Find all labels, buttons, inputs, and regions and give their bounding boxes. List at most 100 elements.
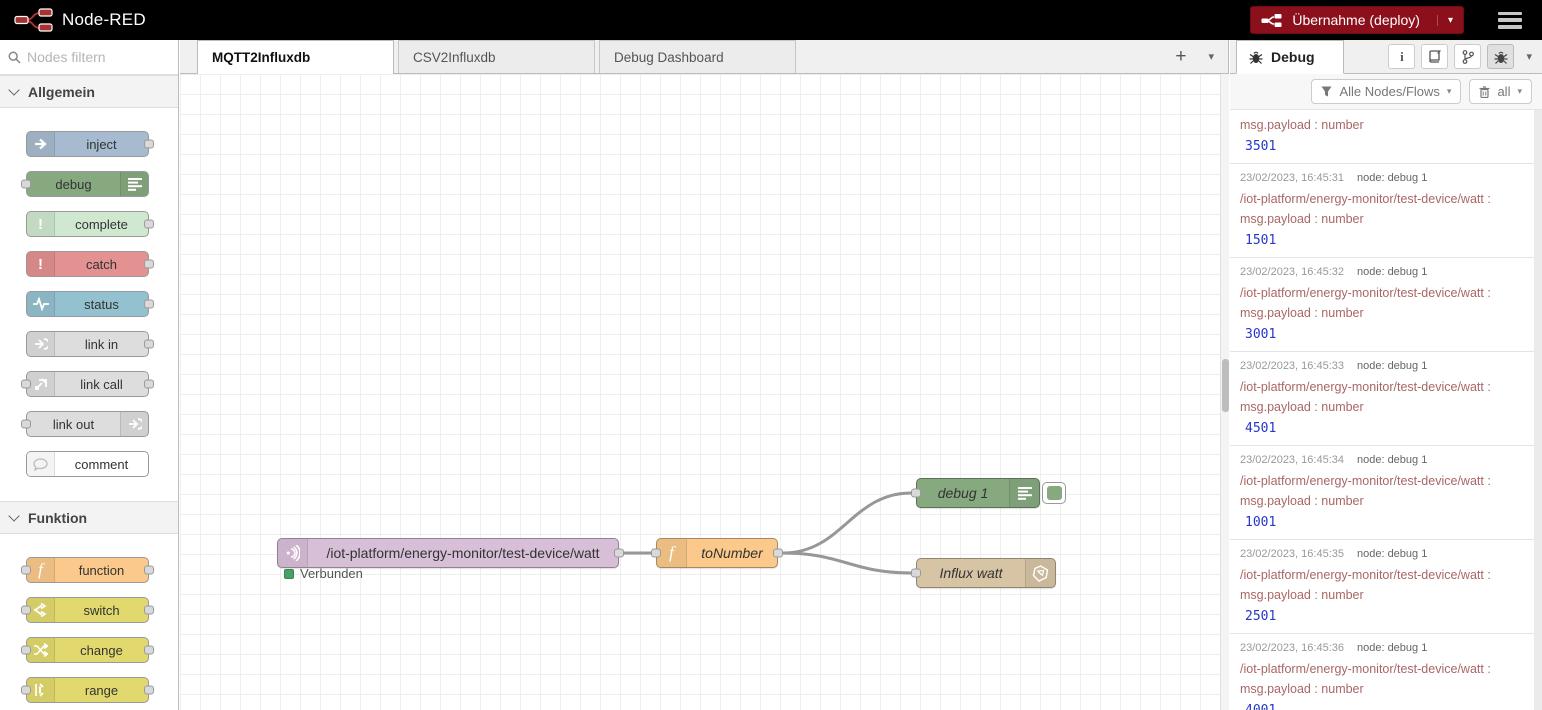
palette-node-catch[interactable]: ! catch bbox=[26, 251, 149, 277]
input-port[interactable] bbox=[911, 569, 921, 578]
debug-message-timestamp: 23/02/2023, 16:45:33 bbox=[1240, 360, 1344, 372]
function-node-label: toNumber bbox=[687, 545, 777, 561]
palette-category-allgemein[interactable]: Allgemein bbox=[0, 75, 178, 108]
output-port[interactable] bbox=[144, 300, 154, 309]
output-port[interactable] bbox=[144, 380, 154, 389]
trash-icon bbox=[1479, 86, 1490, 98]
input-port[interactable] bbox=[21, 686, 31, 695]
palette-node-range[interactable]: range bbox=[26, 677, 149, 703]
function-icon: f bbox=[657, 539, 687, 567]
debug-message-timestamp: 23/02/2023, 16:45:34 bbox=[1240, 454, 1344, 466]
palette-node-function[interactable]: f function bbox=[26, 557, 149, 583]
debug-enable-toggle[interactable] bbox=[1042, 482, 1066, 504]
palette-node-change[interactable]: change bbox=[26, 637, 149, 663]
app-header: Node-RED Übernahme (deploy) ▾ bbox=[0, 0, 1542, 40]
debug-message-timestamp: 23/02/2023, 16:45:31 bbox=[1240, 172, 1344, 184]
canvas-vertical-scrollbar[interactable] bbox=[1220, 74, 1229, 710]
output-port[interactable] bbox=[144, 606, 154, 615]
palette-node-complete[interactable]: ! complete bbox=[26, 211, 149, 237]
function-node-tonumber[interactable]: f toNumber bbox=[656, 538, 778, 568]
output-port[interactable] bbox=[144, 140, 154, 149]
debug-message-node: node: debug 1 bbox=[1357, 548, 1427, 560]
output-port[interactable] bbox=[773, 549, 783, 558]
flow-tab-csv2influxdb[interactable]: CSV2Influxdb bbox=[398, 40, 595, 73]
debug-icon bbox=[1009, 479, 1039, 507]
palette-node-link-out[interactable]: link out bbox=[26, 411, 149, 437]
deploy-options-caret[interactable]: ▾ bbox=[1437, 15, 1453, 26]
add-flow-button[interactable]: + bbox=[1175, 47, 1186, 66]
palette-node-link-in[interactable]: link in bbox=[26, 331, 149, 357]
debug-message-timestamp: 23/02/2023, 16:45:36 bbox=[1240, 642, 1344, 654]
debug-message-value[interactable]: 4501 bbox=[1240, 421, 1524, 436]
book-icon bbox=[1428, 50, 1442, 63]
flow-tab-debug-dashboard[interactable]: Debug Dashboard bbox=[599, 40, 796, 73]
debug-icon bbox=[120, 172, 148, 196]
debug-node-label: debug 1 bbox=[917, 485, 1009, 501]
palette-search-input[interactable] bbox=[27, 49, 157, 65]
flow-canvas[interactable]: /iot-platform/energy-monitor/test-device… bbox=[180, 74, 1229, 710]
input-port[interactable] bbox=[21, 380, 31, 389]
debug-message-topic: /iot-platform/energy-monitor/test-device… bbox=[1240, 471, 1524, 491]
output-port[interactable] bbox=[144, 260, 154, 269]
input-port[interactable] bbox=[21, 420, 31, 429]
influxdb-out-node[interactable]: Influx watt bbox=[916, 558, 1056, 588]
chevron-down-icon bbox=[8, 84, 19, 95]
main-menu-button[interactable] bbox=[1498, 12, 1522, 29]
debug-message-list[interactable]: msg.payload : number 3501 23/02/2023, 16… bbox=[1230, 110, 1534, 710]
link-out-icon bbox=[120, 412, 148, 436]
debug-message-value[interactable]: 3501 bbox=[1240, 139, 1524, 154]
debug-message-topic: /iot-platform/energy-monitor/test-device… bbox=[1240, 377, 1524, 397]
debug-message-value[interactable]: 3001 bbox=[1240, 327, 1524, 342]
output-port[interactable] bbox=[144, 646, 154, 655]
complete-icon: ! bbox=[27, 212, 55, 236]
input-port[interactable] bbox=[21, 180, 31, 189]
palette-node-link-call[interactable]: link call bbox=[26, 371, 149, 397]
debug-message-topic: /iot-platform/energy-monitor/test-device… bbox=[1240, 189, 1524, 209]
sidebar-header: Debug i bbox=[1230, 40, 1542, 74]
flow-list-caret[interactable]: ▾ bbox=[1208, 50, 1214, 63]
palette-node-switch[interactable]: switch bbox=[26, 597, 149, 623]
info-tab-button[interactable]: i bbox=[1388, 44, 1415, 69]
input-port[interactable] bbox=[21, 606, 31, 615]
debug-message-value[interactable]: 4001 bbox=[1240, 703, 1524, 710]
debug-message-topic: /iot-platform/energy-monitor/test-device… bbox=[1240, 659, 1524, 679]
output-port[interactable] bbox=[614, 549, 624, 558]
scrollbar-thumb[interactable] bbox=[1222, 359, 1229, 412]
output-port[interactable] bbox=[144, 566, 154, 575]
help-tab-button[interactable] bbox=[1421, 44, 1448, 69]
debug-message: 23/02/2023, 16:45:35node: debug 1 /iot-p… bbox=[1230, 540, 1534, 634]
output-port[interactable] bbox=[144, 340, 154, 349]
input-port[interactable] bbox=[911, 489, 921, 498]
palette-node-debug[interactable]: debug bbox=[26, 171, 149, 197]
flow-tab-mqtt2influxdb[interactable]: MQTT2Influxdb bbox=[197, 40, 394, 74]
deploy-button[interactable]: Übernahme (deploy) ▾ bbox=[1250, 6, 1464, 34]
mqtt-in-node[interactable]: /iot-platform/energy-monitor/test-device… bbox=[277, 538, 619, 568]
output-port[interactable] bbox=[144, 686, 154, 695]
palette-node-status[interactable]: status bbox=[26, 291, 149, 317]
debug-message-topic: /iot-platform/energy-monitor/test-device… bbox=[1240, 283, 1524, 303]
palette-category-funktion[interactable]: Funktion bbox=[0, 501, 178, 534]
sidebar-tab-debug[interactable]: Debug bbox=[1236, 40, 1344, 74]
range-icon bbox=[27, 678, 55, 702]
debug-message-value[interactable]: 1001 bbox=[1240, 515, 1524, 530]
input-port[interactable] bbox=[21, 646, 31, 655]
change-icon bbox=[27, 638, 55, 662]
connected-status-text: Verbunden bbox=[300, 566, 363, 581]
node-red-logo: Node-RED bbox=[14, 7, 146, 33]
debug-message-value[interactable]: 2501 bbox=[1240, 609, 1524, 624]
palette-node-inject[interactable]: inject bbox=[26, 131, 149, 157]
projects-tab-button[interactable] bbox=[1454, 44, 1481, 69]
debug-message-value[interactable]: 1501 bbox=[1240, 233, 1524, 248]
debug-tab-button[interactable] bbox=[1487, 44, 1514, 69]
debug-filter-button[interactable]: Alle Nodes/Flows ▾ bbox=[1311, 79, 1461, 104]
debug-list-scrollbar[interactable] bbox=[1534, 110, 1542, 710]
output-port[interactable] bbox=[144, 220, 154, 229]
flow-workspace: MQTT2Influxdb CSV2Influxdb Debug Dashboa… bbox=[180, 40, 1229, 710]
debug-node-debug1[interactable]: debug 1 bbox=[916, 478, 1040, 508]
input-port[interactable] bbox=[21, 566, 31, 575]
debug-clear-button[interactable]: all ▾ bbox=[1469, 79, 1532, 104]
input-port[interactable] bbox=[651, 549, 661, 558]
palette-node-comment[interactable]: comment bbox=[26, 451, 149, 477]
flow-wires bbox=[180, 74, 1229, 710]
sidebar-tabs-caret[interactable]: ▾ bbox=[1526, 50, 1532, 63]
